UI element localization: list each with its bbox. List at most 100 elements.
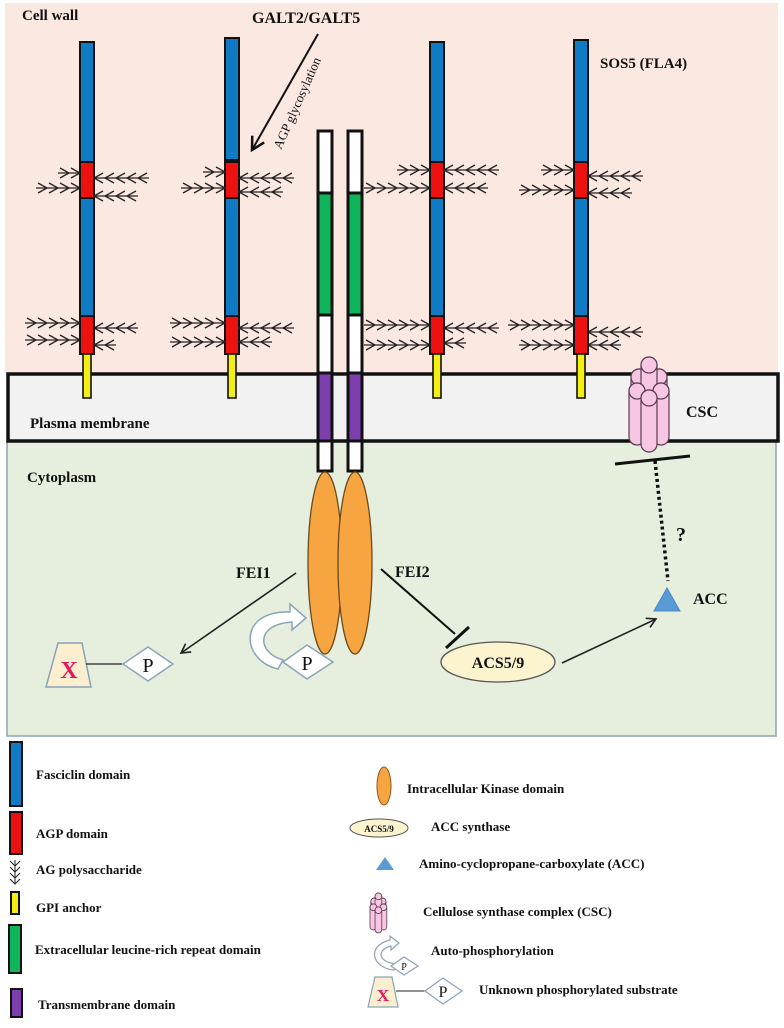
substrate-x-label: X — [60, 658, 78, 684]
gpi-anchor — [82, 353, 92, 399]
auto-phosphate-diamond — [281, 644, 335, 680]
fasciclin-domain — [224, 197, 240, 317]
substrate-legend-p: P — [439, 984, 448, 1001]
receptor-linker — [346, 313, 364, 375]
acs-label: ACS5/9 — [472, 655, 524, 672]
phosphate-label: P — [142, 655, 153, 677]
agp-domain — [429, 315, 445, 355]
ag-polysaccharide-chain — [442, 164, 499, 176]
ag-polysaccharide-chain — [442, 322, 499, 334]
csc-legend-icon — [369, 892, 388, 934]
unknown-link-question: ? — [676, 524, 686, 546]
receptor-linker — [346, 129, 364, 195]
legend-fasciclin-label: Fasciclin domain — [36, 767, 131, 782]
ag-polysaccharide-chain — [397, 164, 432, 176]
acc-label: ACC — [693, 591, 728, 608]
ag-polysaccharide-chain — [36, 182, 82, 194]
receptor-linker — [316, 313, 334, 375]
fasciclin-domain — [79, 197, 95, 317]
agp-domain — [79, 161, 95, 199]
acc-synthase-badge: ACS5/9 — [364, 824, 394, 834]
fasciclin-domain — [224, 37, 240, 161]
ag-polysaccharide-chain — [92, 322, 138, 334]
receptor-linker — [346, 439, 364, 473]
legend-ag-polysaccharide-label: AG polysaccharide — [36, 862, 142, 877]
legend-gpi-label: GPI anchor — [36, 900, 102, 915]
ag-polysaccharide-chain — [586, 339, 621, 351]
acc-csc-dotted-line — [653, 460, 670, 582]
fei2-inhibition-bar — [444, 625, 471, 650]
transmembrane-domain — [316, 371, 334, 443]
agp-domain — [79, 315, 95, 355]
cytoplasm-region — [6, 440, 777, 737]
ag-polysaccharide-chain — [203, 166, 227, 178]
legend-substrate-label: Unknown phosphorylated substrate — [479, 982, 678, 997]
ag-polysaccharide-chain — [586, 326, 643, 338]
acc-triangle-icon — [653, 586, 681, 612]
transmembrane-domain — [346, 371, 364, 443]
lrr-domain — [316, 191, 334, 317]
ag-polysaccharide-chain — [92, 339, 116, 351]
acs-ellipse — [440, 641, 556, 683]
sos5-label: SOS5 (FLA4) — [600, 56, 687, 72]
ag-polysaccharide-chain — [25, 334, 82, 346]
transmembrane-domain-swatch — [10, 988, 23, 1018]
gpi-anchor — [227, 353, 237, 399]
agp-domain — [429, 161, 445, 199]
ag-polysaccharide-chain — [586, 170, 643, 182]
acc-synthase-icon — [349, 818, 409, 838]
phosphorylated-substrate-legend-icon: X P — [367, 976, 464, 1008]
ag-polysaccharide-chain — [364, 182, 432, 194]
legend-transmembrane-label: Transmembrane domain — [38, 997, 176, 1012]
fasciclin-domain-swatch — [9, 741, 23, 807]
plasma-membrane-label: Plasma membrane — [30, 416, 150, 432]
receptor-linker — [316, 439, 334, 473]
substrate-x-shape — [45, 642, 92, 688]
fasciclin-domain — [429, 197, 445, 317]
agp-domain — [573, 315, 589, 355]
ag-polysaccharide-chain — [92, 172, 149, 184]
ag-polysaccharide-chain — [442, 337, 466, 349]
ag-polysaccharide-icon — [9, 860, 21, 885]
ag-polysaccharide-chain — [364, 319, 432, 331]
legend-acc-synthase-label: ACC synthase — [431, 819, 510, 834]
fei2-inhibits-acs-line — [380, 568, 456, 635]
legend-csc-label: Cellulose synthase complex (CSC) — [423, 904, 612, 919]
acs-to-acc-arrow — [561, 617, 658, 664]
legend-auto-phosphorylation-label: Auto-phosphorylation — [431, 943, 555, 958]
galt-label: GALT2/GALT5 — [252, 10, 360, 27]
legend-lrr-label: Extracellular leucine-rich repeat domain — [35, 942, 262, 957]
sos5-protein — [224, 37, 240, 399]
cell-wall-label: Cell wall — [22, 8, 78, 24]
fei1-to-substrate-arrow — [179, 572, 297, 654]
ag-polysaccharide-chain — [442, 182, 488, 194]
cytoplasm-label: Cytoplasm — [27, 470, 97, 486]
ag-polysaccharide-chain — [364, 339, 432, 351]
agp-domain — [224, 315, 240, 355]
agp-domain-swatch — [9, 811, 23, 855]
sos5-protein — [79, 41, 95, 399]
fei2-label: FEI2 — [395, 564, 430, 581]
fasciclin-domain — [79, 41, 95, 165]
ag-polysaccharide-chain — [58, 167, 82, 179]
legend-kinase-label: Intracellular Kinase domain — [407, 781, 565, 796]
phosphate-diamond — [121, 646, 175, 682]
phosphorylated-substrate: X P — [45, 642, 175, 688]
receptor-linker — [316, 129, 334, 195]
ag-polysaccharide-chain — [170, 317, 227, 329]
csc-cylinder-top — [640, 389, 658, 407]
csc-complex-icon — [628, 356, 670, 453]
legend-agp-label: AGP domain — [36, 826, 109, 841]
fei-receptor — [337, 129, 373, 655]
kinase-domain — [337, 471, 373, 655]
csc-cylinder-top — [374, 892, 383, 901]
sos5-protein — [429, 41, 445, 399]
ag-polysaccharide-chain — [586, 187, 632, 199]
ag-polysaccharide-chain — [237, 336, 272, 348]
acc-triangle-legend-icon — [376, 857, 394, 870]
csc-cylinder-top — [374, 906, 383, 914]
auto-phosphorylation-arrow — [249, 602, 308, 670]
fasciclin-domain — [429, 41, 445, 165]
auto-phosphorylation-legend-p: P — [401, 962, 407, 973]
